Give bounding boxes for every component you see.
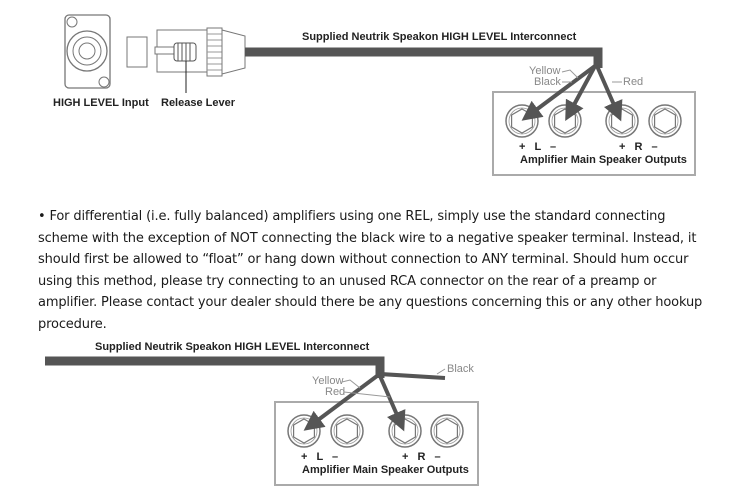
wire-black-label-2: Black	[447, 363, 474, 375]
terminal-left-label-2: + L –	[301, 451, 338, 463]
high-level-input-label: HIGH LEVEL Input	[53, 97, 149, 109]
wires	[521, 64, 623, 122]
release-lever-label: Release Lever	[161, 97, 236, 109]
terminal-right-label-2: + R –	[402, 451, 441, 463]
terminal-left-negative	[548, 104, 582, 138]
amplifier-box-title: Amplifier Main Speaker Outputs	[520, 154, 687, 166]
cable-label: Supplied Neutrik Speakon HIGH LEVEL Inte…	[302, 31, 577, 43]
terminal-right-negative-2	[430, 414, 464, 448]
terminal-left-negative-2	[330, 414, 364, 448]
terminal-right-negative	[648, 104, 682, 138]
interconnect-cable-2	[45, 356, 385, 378]
terminal-right-positive-2	[388, 414, 422, 448]
terminal-left-label: + L –	[519, 141, 556, 153]
wire-yellow-label-2: Yellow	[312, 375, 343, 387]
wire-yellow-label: Yellow	[529, 65, 560, 77]
wires-2	[303, 374, 406, 432]
black-wire-floating	[379, 372, 446, 380]
wire-black-label: Black	[534, 76, 561, 88]
interconnect-cable	[245, 47, 603, 68]
wire-red-label: Red	[623, 76, 643, 88]
amplifier-box-title-2: Amplifier Main Speaker Outputs	[302, 464, 469, 476]
speakon-plug	[126, 27, 246, 93]
wire-red-label-2: Red	[325, 386, 345, 398]
terminal-right-positive	[605, 104, 639, 138]
terminal-right-label: + R –	[619, 141, 658, 153]
speakon-input-socket	[64, 14, 111, 89]
cable-label-2: Supplied Neutrik Speakon HIGH LEVEL Inte…	[95, 341, 370, 353]
differential-amplifier-instructions: • For differential (i.e. fully balanced)…	[38, 209, 703, 332]
